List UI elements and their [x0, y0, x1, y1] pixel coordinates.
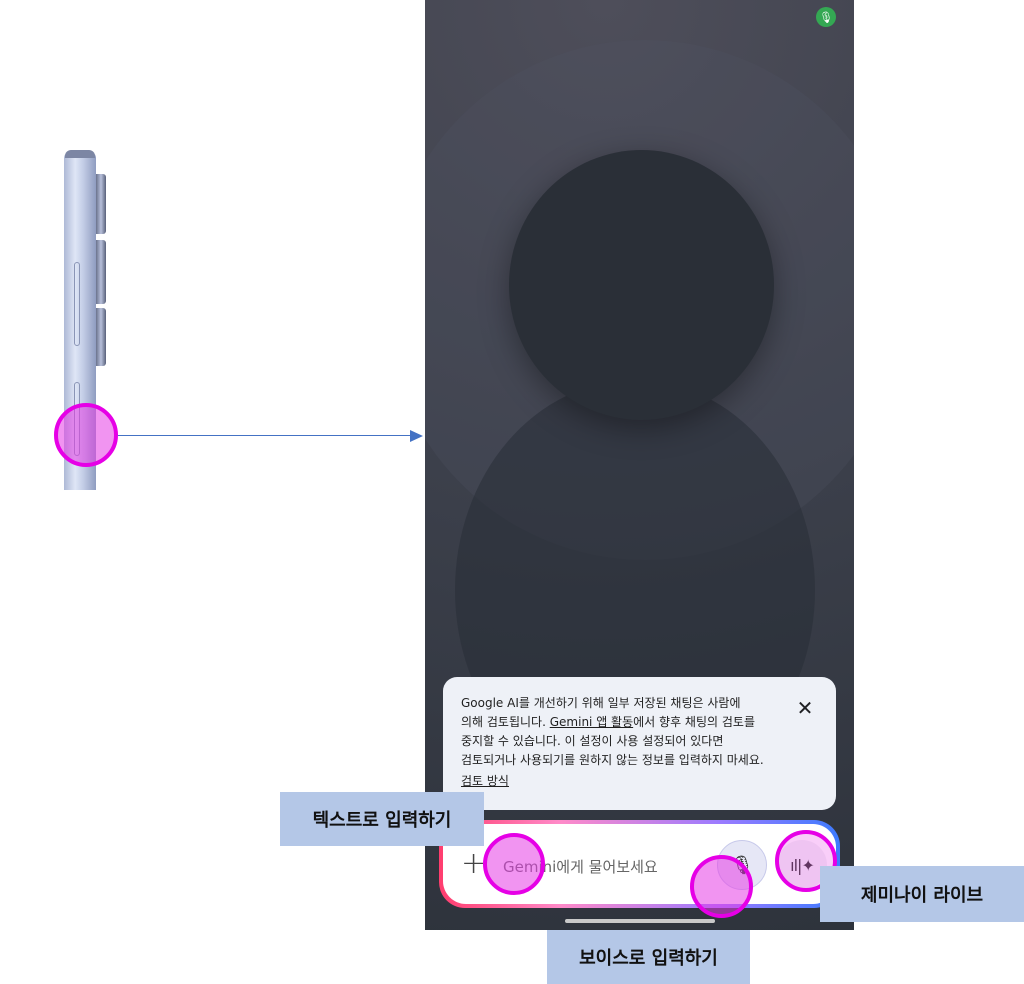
pointer-arrow-head: [410, 430, 423, 442]
phone-screen: 🎙 Google AI를 개선하기 위해 일부 저장된 채팅은 사람에 의해 검…: [425, 0, 854, 930]
volume-up-button: [96, 174, 106, 234]
notice-line-part: 의해 검토됩니다.: [461, 715, 550, 729]
phone-side-top: [65, 150, 95, 158]
volume-down-button: [96, 240, 106, 304]
gemini-activity-link[interactable]: Gemini 앱 활동: [549, 715, 634, 729]
voice-input-highlight: [690, 855, 753, 918]
mic-indicator-icon: 🎙: [816, 7, 836, 27]
notice-text: Google AI를 개선하기 위해 일부 저장된 채팅은 사람에 의해 검토됩…: [461, 694, 786, 770]
plus-icon[interactable]: +: [461, 846, 487, 881]
side-slot-upper: [74, 262, 80, 346]
callout-text-input: 텍스트로 입력하기: [280, 792, 484, 846]
pointer-arrow-line: [118, 435, 412, 436]
text-input-highlight: [483, 833, 545, 895]
review-method-link[interactable]: 검토 방식: [461, 774, 509, 788]
notice-line: 검토되거나 사용되기를 원하지 않는 정보를 입력하지 마세요.: [461, 753, 764, 767]
notice-line: Google AI를 개선하기 위해 일부 저장된 채팅은 사람에: [461, 696, 741, 710]
callout-gemini-live: 제미나이 라이브: [820, 866, 1024, 922]
notice-line: 의해 검토됩니다. Gemini 앱 활동에서 향후 채팅의 검토를: [461, 713, 786, 732]
callout-voice-input: 보이스로 입력하기: [547, 930, 750, 984]
notice-line-part: 에서 향후 채팅의 검토를: [633, 715, 755, 729]
home-indicator: [565, 919, 715, 923]
review-notice-card: Google AI를 개선하기 위해 일부 저장된 채팅은 사람에 의해 검토됩…: [443, 677, 836, 810]
action-button: [96, 308, 106, 366]
side-button-highlight: [54, 403, 118, 467]
notice-line: 중지할 수 있습니다. 이 설정이 사용 설정되어 있다면: [461, 734, 724, 748]
close-icon[interactable]: ✕: [796, 696, 814, 720]
wallpaper-shape: [509, 150, 774, 420]
